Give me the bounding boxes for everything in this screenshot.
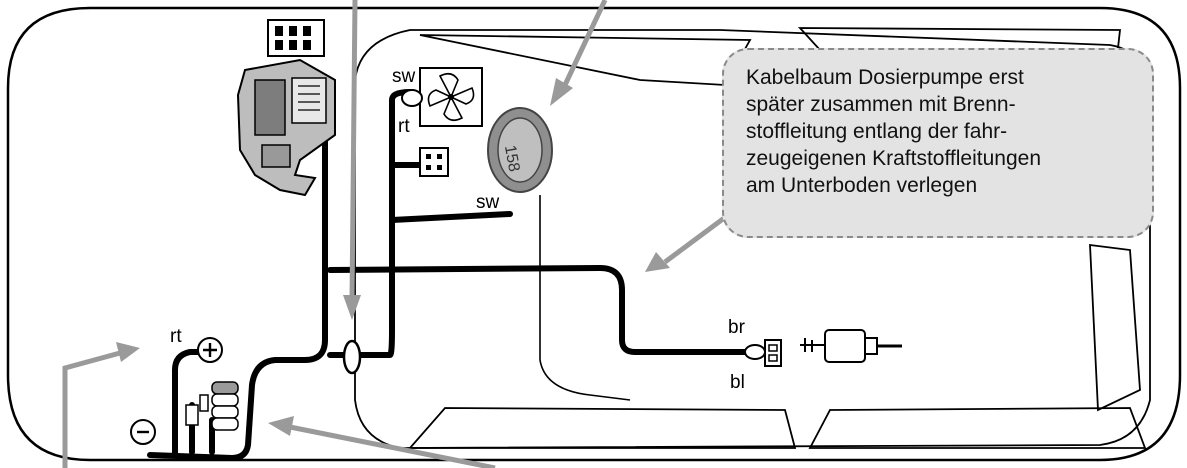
label-br-pump: br [728,317,746,338]
right-side-panel [1089,243,1141,412]
callout-line: zeugeigenen Kraftstoffleitungen [746,147,1042,170]
control-element-icon: 158 [487,107,553,193]
label-rt-fan: rt [398,116,410,137]
installation-note-callout: Kabelbaum Dosierpumpe erst später zusamm… [722,48,1154,238]
dosing-pump-icon [744,329,902,367]
callout-line: später zusammen mit Brenn- [746,93,1016,116]
heater-unit [236,19,336,197]
small-connector [419,147,449,177]
heater-connector [267,19,325,57]
floor-panel-bottom-right [808,407,1147,449]
label-sw-fan: sw [392,66,416,87]
cabin-inner-line [539,195,631,401]
fan-plug [401,89,423,107]
harness-splice [342,339,362,375]
cable-harness [147,87,763,461]
label-sw-branch: sw [476,192,500,213]
callout-line: stoffleitung entlang der fahr- [746,120,1008,143]
fan-icon [419,67,483,127]
fuse-holder-icon [185,381,239,431]
svg-text:158: 158 [501,144,522,173]
vehicle-outline [6,6,1182,462]
label-bl-pump: bl [730,372,745,393]
floor-panel-bottom-left [408,407,797,449]
callout-line: am Unterboden verlegen [746,174,978,197]
label-rt-battery: rt [170,326,182,347]
callout-line: Kabelbaum Dosierpumpe erst [746,66,1024,89]
